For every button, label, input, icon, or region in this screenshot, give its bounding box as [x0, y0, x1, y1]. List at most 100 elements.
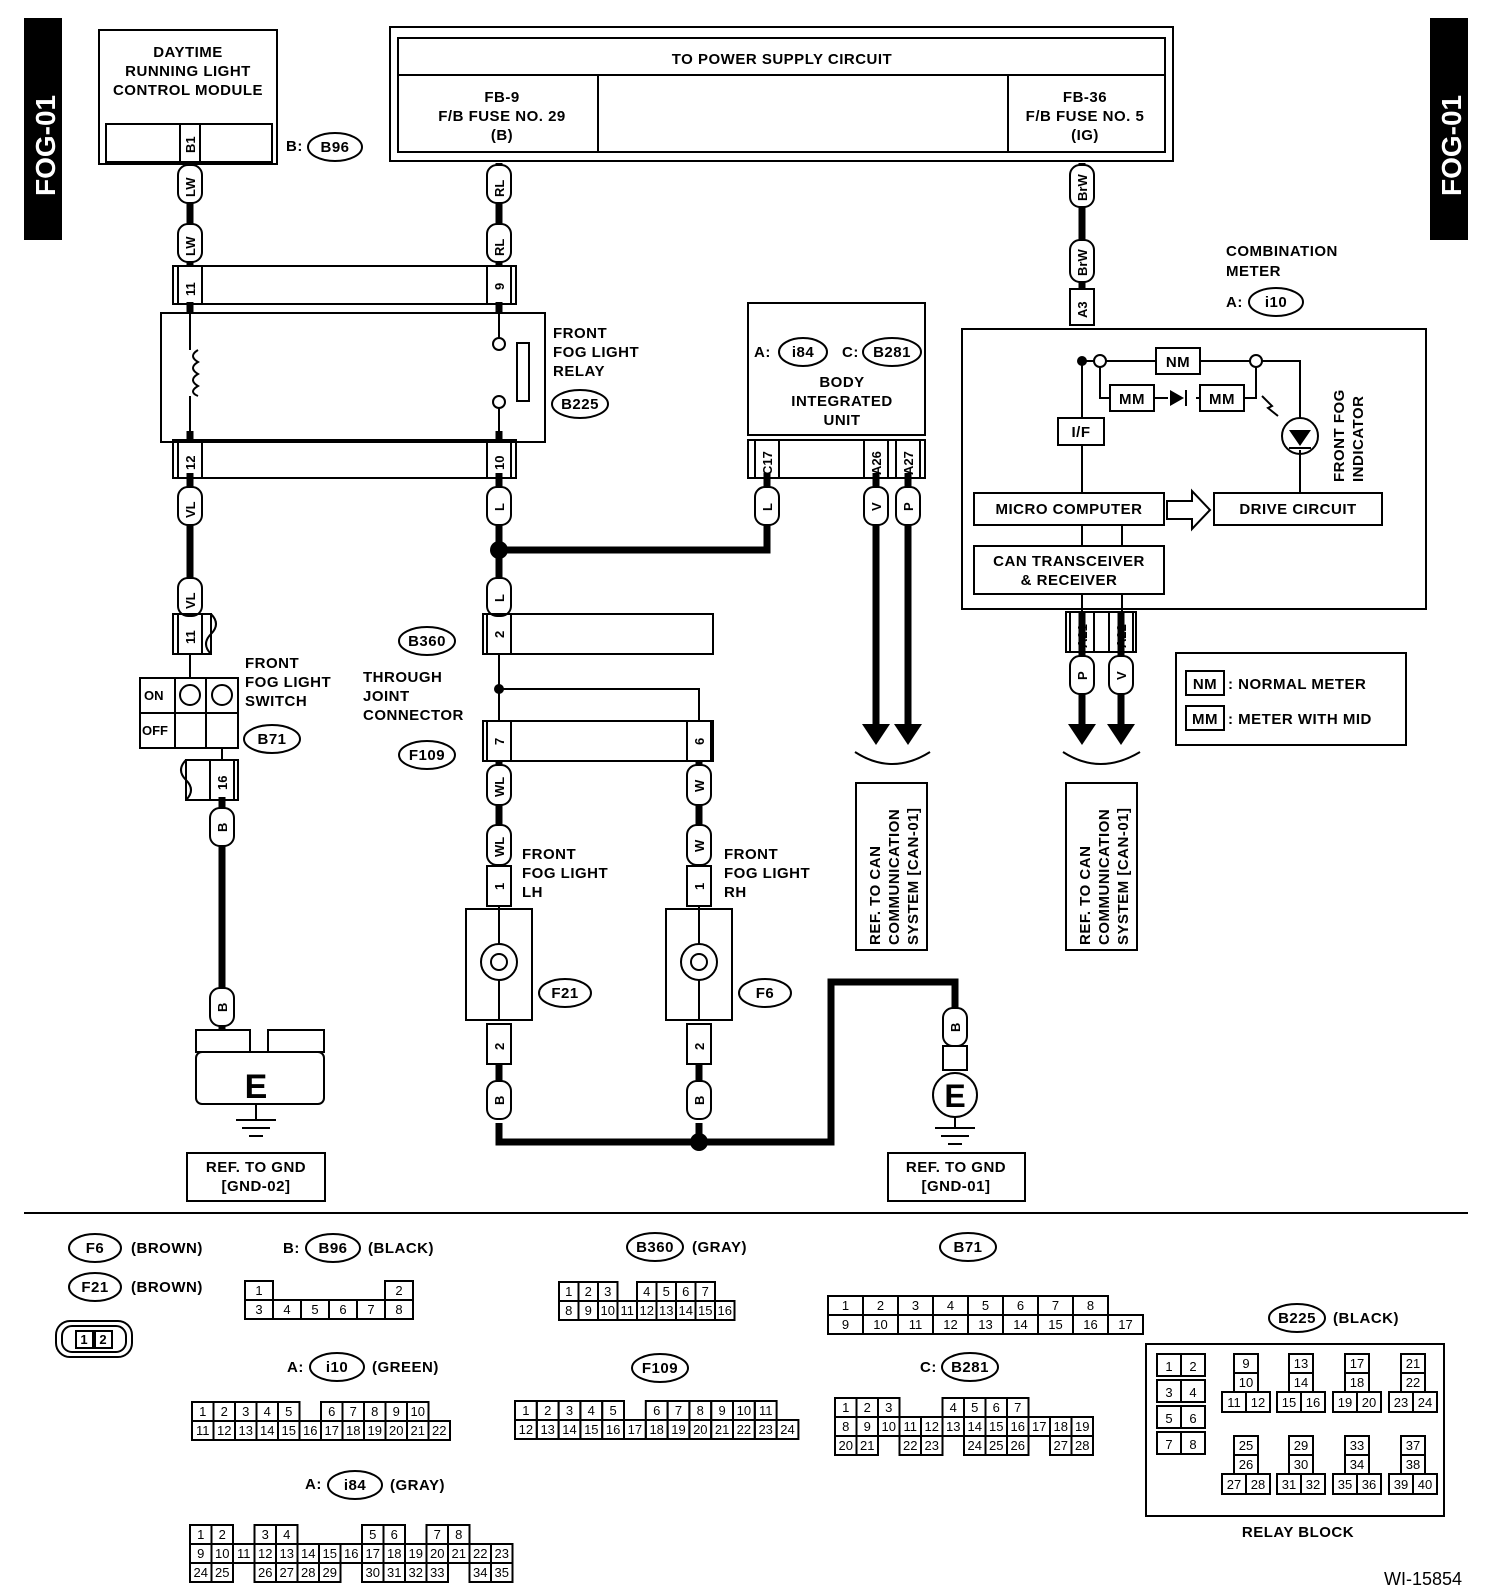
wire-v-2: V: [1114, 671, 1129, 680]
b225-pin-5: 5: [1165, 1411, 1172, 1426]
wire-l-1: L: [492, 503, 507, 511]
b281-pin-12: 12: [925, 1419, 939, 1434]
relay-label-2: FOG LIGHT: [553, 344, 639, 361]
wire-brw-1: BrW: [1075, 174, 1090, 201]
wire-vl-2: VL: [183, 592, 198, 609]
b281-pin-14: 14: [968, 1419, 982, 1434]
joint-label-1: THROUGH: [363, 669, 442, 686]
switch-conn: B71: [257, 731, 286, 748]
b225-pin-40: 40: [1418, 1477, 1432, 1492]
b225-pin-4: 4: [1189, 1385, 1196, 1400]
b281-pin-3: 3: [885, 1400, 892, 1415]
meter-mm-1: MM: [1119, 391, 1145, 408]
b71-pin-6: 6: [1017, 1298, 1024, 1313]
i10-pin-1: 1: [199, 1404, 206, 1419]
can-ref-2-line1: REF. TO CAN: [1077, 846, 1094, 945]
relay-label-3: RELAY: [553, 363, 605, 380]
b360-pin-7: 7: [702, 1284, 709, 1299]
lh-pin-2: 2: [492, 1043, 507, 1050]
micro-computer: MICRO COMPUTER: [996, 501, 1143, 518]
b360-pin-10: 10: [601, 1303, 615, 1318]
b281-pin-16: 16: [1011, 1419, 1025, 1434]
i10-color: (GREEN): [372, 1359, 439, 1376]
i10-pin-15: 15: [282, 1423, 296, 1438]
meter-label-1: COMBINATION: [1226, 243, 1338, 260]
b225-pin-30: 30: [1294, 1457, 1308, 1472]
i84-pin-29: 29: [323, 1565, 337, 1580]
fuse1-code: FB-9: [484, 89, 519, 106]
i84-pin-30: 30: [366, 1565, 380, 1580]
switch-pin-16: 16: [215, 776, 230, 790]
f21-pin-1: 1: [80, 1332, 87, 1347]
b96-pin-1: 1: [255, 1283, 262, 1298]
i84-pin-10: 10: [215, 1546, 229, 1561]
i10-pin-2: 2: [221, 1404, 228, 1419]
joint-conn-f109: F109: [409, 747, 445, 764]
b225-pin-24: 24: [1418, 1395, 1432, 1410]
f109-pin-5: 5: [609, 1403, 616, 1418]
wire-lw-1: LW: [183, 177, 198, 197]
b71-pin-16: 16: [1083, 1317, 1097, 1332]
b281-name: B281: [951, 1359, 989, 1376]
can-ref-1-line2: COMMUNICATION: [886, 809, 903, 945]
f109-pin-24: 24: [780, 1422, 794, 1437]
f109-pin-7: 7: [675, 1403, 682, 1418]
front-fog-light-rh: 1 2 FRONT FOG LIGHT RH F6: [665, 846, 810, 1081]
f109-pin-11: 11: [759, 1403, 773, 1418]
b225-color: (BLACK): [1333, 1310, 1399, 1327]
b225-pin-32: 32: [1306, 1477, 1320, 1492]
b225-pin-13: 13: [1294, 1356, 1308, 1371]
legend-mm: MM: [1192, 711, 1218, 728]
i84-pin-24: 24: [194, 1565, 208, 1580]
power-title: TO POWER SUPPLY CIRCUIT: [672, 51, 892, 68]
wire-brw-2: BrW: [1075, 249, 1090, 276]
biu-conn-a: i84: [792, 344, 815, 361]
ground-e-right: E: [944, 1078, 965, 1114]
b96-pin-3: 3: [255, 1302, 262, 1317]
b281-pin-27: 27: [1054, 1438, 1068, 1453]
i10-pin-8: 8: [371, 1404, 378, 1419]
b71-pin-13: 13: [978, 1317, 992, 1332]
f109-pin-16: 16: [606, 1422, 620, 1437]
b281-pin-19: 19: [1075, 1419, 1089, 1434]
switch-off: OFF: [142, 723, 168, 738]
i84-pin-27: 27: [280, 1565, 294, 1580]
i84-pin-5: 5: [369, 1527, 376, 1542]
drl-conn: B96: [320, 139, 349, 156]
i84-pin-33: 33: [430, 1565, 444, 1580]
connector-face-views: F6 (BROWN) F21 (BROWN) 1 2 B: B96 (BLACK…: [55, 1232, 1445, 1583]
b96-color: (BLACK): [368, 1240, 434, 1257]
rh-pin-1: 1: [692, 883, 707, 890]
gnd01-line1: REF. TO GND: [906, 1159, 1006, 1176]
f109-pin-9: 9: [718, 1403, 725, 1418]
b225-pin-35: 35: [1338, 1477, 1352, 1492]
i84-pin-28: 28: [301, 1565, 315, 1580]
can-ref-1-line1: REF. TO CAN: [867, 846, 884, 945]
b225-pin-16: 16: [1306, 1395, 1320, 1410]
wire-v-1: V: [869, 502, 884, 511]
i84-pin-13: 13: [280, 1546, 294, 1561]
meter-pin-a21: A21: [1075, 624, 1090, 648]
b225-pin-37: 37: [1406, 1438, 1420, 1453]
b225-pin-2: 2: [1189, 1359, 1196, 1374]
i84-pin-35: 35: [495, 1565, 509, 1580]
b225-pin-12: 12: [1251, 1395, 1265, 1410]
switch-pin-11: 11: [183, 630, 198, 644]
i84-pin-9: 9: [197, 1546, 204, 1561]
drl-conn-prefix: B:: [286, 138, 303, 155]
i10-pin-6: 6: [328, 1404, 335, 1419]
i84-pin-21: 21: [452, 1546, 466, 1561]
indicator-label-2: INDICATOR: [1350, 396, 1367, 482]
can-ref-1: REF. TO CAN COMMUNICATION SYSTEM [CAN-01…: [855, 782, 928, 951]
b225-pin-25: 25: [1239, 1438, 1253, 1453]
b225-pin-23: 23: [1394, 1395, 1408, 1410]
f109-pin-18: 18: [649, 1422, 663, 1437]
relay-pin-11: 11: [183, 282, 198, 296]
b360-pin-4: 4: [643, 1284, 650, 1299]
i10-pin-7: 7: [350, 1404, 357, 1419]
meter-nm: NM: [1166, 354, 1190, 371]
